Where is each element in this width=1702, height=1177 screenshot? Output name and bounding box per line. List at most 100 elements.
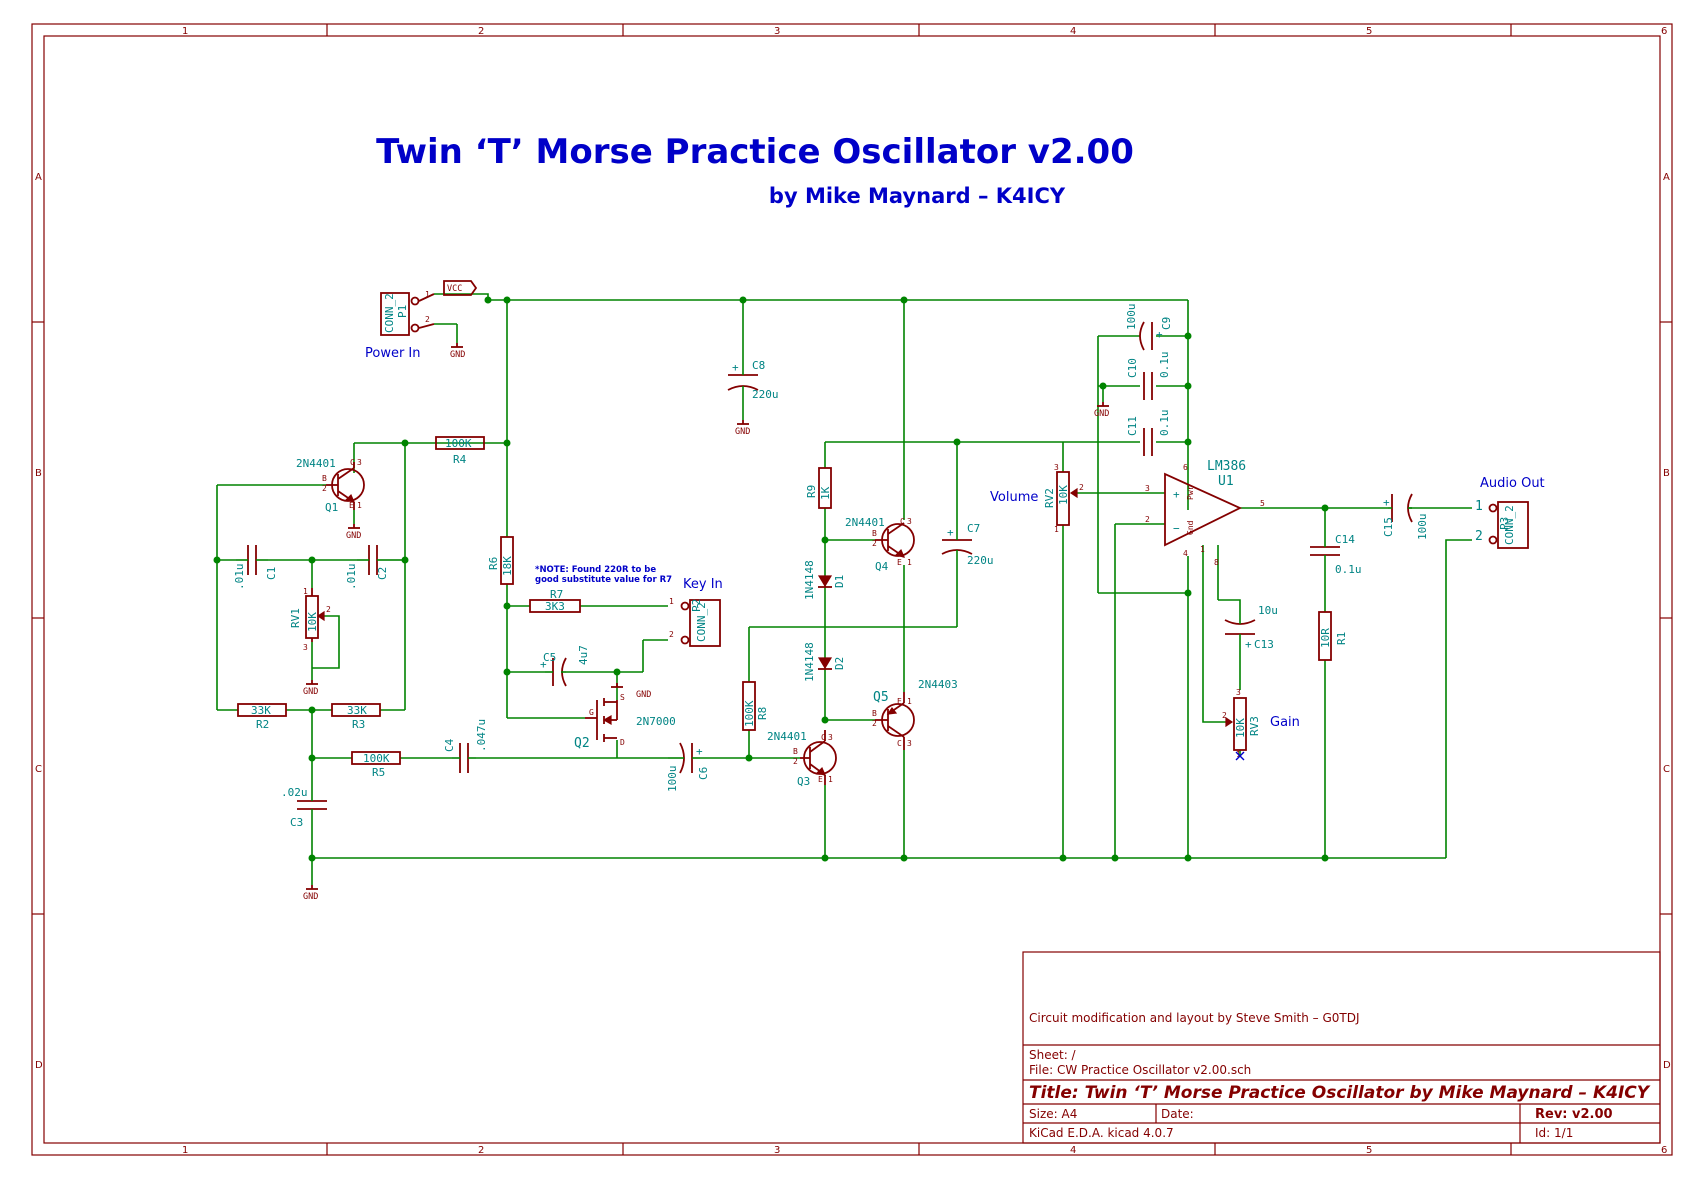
svg-text:+: +: [1156, 328, 1163, 341]
svg-text:4u7: 4u7: [577, 645, 590, 665]
svg-text:C8: C8: [752, 359, 765, 372]
ground-symbols: GND GND GND GND GND GND GND: [303, 343, 1109, 902]
svg-text:C3: C3: [290, 816, 303, 829]
svg-text:100u: 100u: [666, 766, 679, 793]
grid-col-label: 6: [1661, 1145, 1667, 1156]
svg-text:C: C: [897, 739, 902, 748]
svg-text:C10: C10: [1126, 358, 1139, 378]
svg-text:10K: 10K: [1057, 485, 1070, 505]
audio-out-label: Audio Out: [1480, 476, 1545, 491]
svg-text:Gnd: Gnd: [1186, 520, 1195, 535]
key-in-label: Key In: [683, 577, 723, 592]
svg-text:3: 3: [303, 643, 308, 652]
svg-text:E: E: [897, 558, 902, 567]
svg-text:GND: GND: [303, 892, 318, 902]
svg-text:+: +: [1383, 496, 1390, 509]
connector-p1: 12 CONN_2 P1: [380, 290, 435, 336]
resistor-r3: 33K R3: [331, 703, 381, 731]
svg-text:RV1: RV1: [289, 608, 302, 628]
transistor-q2: SDG 2N7000 Q2: [574, 693, 676, 751]
svg-text:0.1u: 0.1u: [1335, 563, 1362, 576]
capacitor-c13: + 10u C13: [1224, 604, 1278, 651]
svg-text:1: 1: [1475, 499, 1483, 514]
svg-text:Q4: Q4: [875, 560, 889, 573]
svg-text:100K: 100K: [743, 700, 756, 727]
svg-text:18K: 18K: [501, 556, 514, 576]
svg-text:2: 2: [872, 719, 877, 728]
potentiometer-rv2: 312 10K RV2: [1043, 463, 1084, 534]
svg-text:3: 3: [828, 733, 833, 742]
svg-text:3K3: 3K3: [545, 600, 565, 613]
svg-text:S: S: [620, 693, 625, 702]
resistor-r8: 100K R8: [742, 681, 769, 731]
svg-text:C15: C15: [1382, 517, 1395, 537]
svg-text:100u: 100u: [1416, 514, 1429, 541]
svg-text:B: B: [793, 747, 798, 756]
svg-text:G: G: [589, 708, 594, 717]
title-block-rev: Rev: v2.00: [1535, 1107, 1613, 1122]
note-text: *NOTE: Found 220R to be: [535, 565, 656, 575]
grid-row-label: B: [35, 468, 42, 479]
svg-text:C2: C2: [376, 567, 389, 580]
svg-text:2: 2: [326, 605, 331, 614]
svg-text:3: 3: [1054, 463, 1059, 472]
resistor-r9: 1K R9: [805, 467, 832, 509]
svg-text:B: B: [872, 709, 877, 718]
svg-text:1: 1: [828, 775, 833, 784]
svg-text:Pwr: Pwr: [1186, 485, 1195, 500]
svg-text:R1: R1: [1335, 632, 1348, 645]
svg-text:4: 4: [1183, 549, 1188, 558]
svg-text:P1: P1: [396, 305, 409, 318]
svg-text:D2: D2: [833, 657, 846, 670]
svg-text:1: 1: [907, 558, 912, 567]
svg-text:1: 1: [425, 290, 430, 299]
capacitor-c10: C10 0.1u: [1126, 352, 1171, 400]
no-connect-icon: [1235, 751, 1245, 761]
svg-text:Q3: Q3: [797, 775, 810, 788]
title-block-sheet: Sheet: /: [1029, 1048, 1077, 1062]
svg-text:.02u: .02u: [281, 786, 308, 799]
svg-text:220u: 220u: [752, 388, 779, 401]
svg-text:33K: 33K: [251, 704, 271, 717]
gain-label: Gain: [1270, 715, 1300, 730]
title-block-id: Id: 1/1: [1535, 1126, 1573, 1140]
svg-text:6: 6: [1183, 463, 1188, 472]
connector-p2: 12 CONN_2 P2: [669, 597, 721, 647]
svg-text:2N4401: 2N4401: [845, 516, 885, 529]
grid-col-label: 5: [1366, 1145, 1372, 1156]
schematic-title: Twin ‘T’ Morse Practice Oscillator v2.00: [376, 132, 1134, 172]
svg-text:1: 1: [303, 587, 308, 596]
svg-text:+: +: [947, 526, 954, 539]
svg-text:C13: C13: [1254, 638, 1274, 651]
svg-text:220u: 220u: [967, 554, 994, 567]
grid-row-label: C: [1663, 764, 1670, 775]
svg-text:2: 2: [1222, 711, 1227, 720]
grid-col-label: 3: [774, 26, 780, 37]
svg-text:3: 3: [1236, 688, 1241, 697]
svg-text:1K: 1K: [819, 486, 832, 500]
svg-text:Q5: Q5: [873, 690, 889, 705]
svg-text:8: 8: [1214, 558, 1219, 567]
svg-text:C14: C14: [1335, 533, 1355, 546]
svg-text:C7: C7: [967, 522, 980, 535]
svg-text:R6: R6: [487, 557, 500, 570]
resistor-r4: 100K R4: [435, 436, 485, 466]
svg-text:100K: 100K: [445, 437, 472, 450]
svg-text:GND: GND: [450, 350, 465, 360]
grid-row-label: D: [35, 1060, 43, 1071]
svg-text:E: E: [897, 697, 902, 706]
svg-text:R4: R4: [453, 453, 467, 466]
svg-text:P3: P3: [1498, 517, 1511, 530]
svg-text:Q1: Q1: [325, 501, 338, 514]
svg-text:1: 1: [907, 697, 912, 706]
svg-text:2: 2: [322, 484, 327, 493]
svg-text:.01u: .01u: [233, 564, 246, 591]
power-in-label: Power In: [365, 346, 421, 361]
svg-text:−: −: [1173, 522, 1180, 535]
svg-text:1: 1: [1054, 525, 1059, 534]
diode-d1: 1N4148 D1: [803, 560, 846, 600]
svg-text:R2: R2: [256, 718, 269, 731]
